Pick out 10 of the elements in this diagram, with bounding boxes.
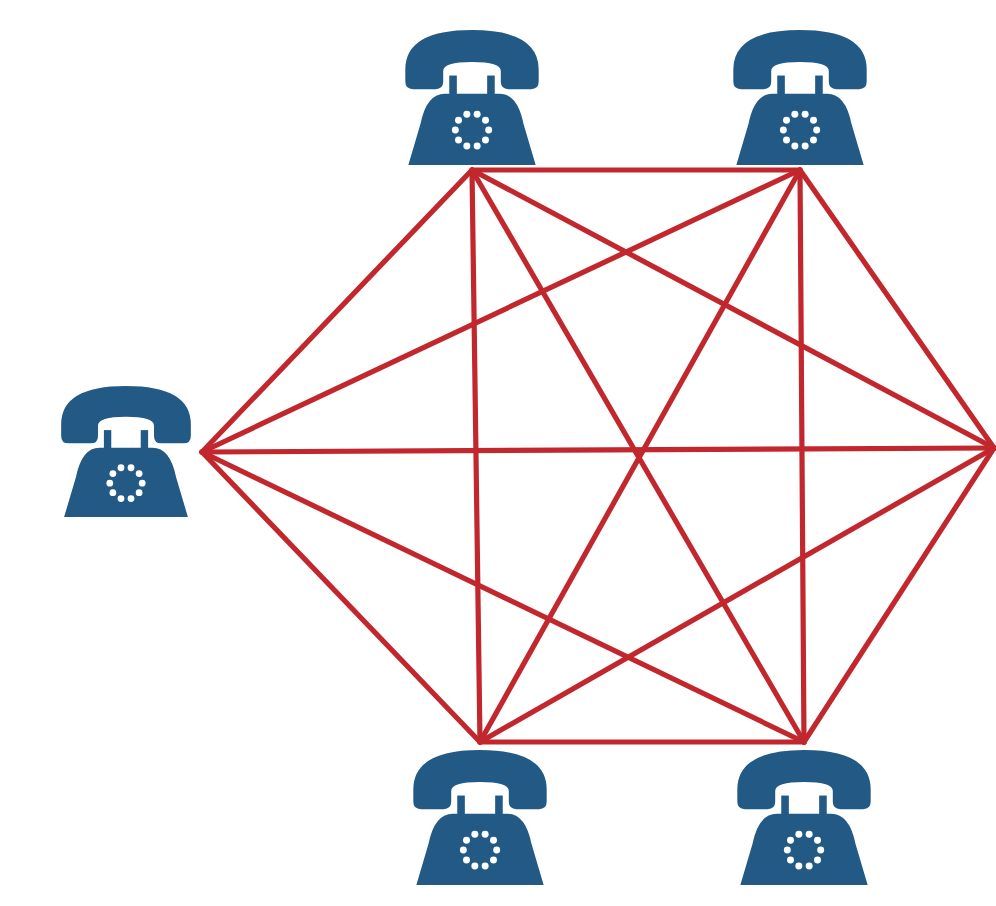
connector-line [797,167,996,451]
connector-line [199,449,807,745]
connector-line [477,445,996,745]
connector-line [469,167,803,173]
connector-line [801,445,996,745]
connector-line [477,739,807,745]
connector-line [199,449,483,745]
connector-line [199,167,803,455]
connector-line [199,445,996,455]
connector-line [199,167,475,455]
